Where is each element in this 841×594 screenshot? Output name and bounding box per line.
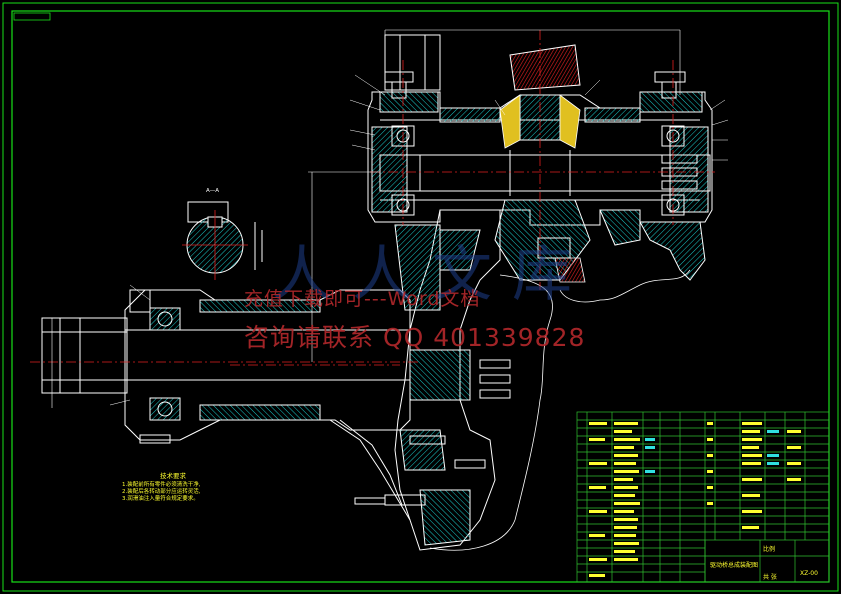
tech-note-line: 2.装配后各转动部分应运转灵活, xyxy=(122,489,201,496)
inner-frame xyxy=(11,10,830,583)
watermark-logo: 人人文库 xyxy=(272,240,592,310)
watermark-line-1: 充值下载即可---Word文档 xyxy=(244,288,481,310)
tech-notes-title: 技术要求 xyxy=(160,472,186,480)
drawing-code: XZ-00 xyxy=(800,570,818,577)
parts-list-entries xyxy=(589,422,801,577)
corner-code-box xyxy=(13,12,51,21)
parts-list-table xyxy=(576,411,830,583)
scale-label: 比例 xyxy=(763,546,776,553)
tech-notes-body: 1.装配前所有零件必须清洗干净, 2.装配后各转动部分应运转灵活, 3.润滑油注… xyxy=(122,482,232,504)
tech-note-line: 3.润滑油注入量符合规定要求。 xyxy=(122,496,199,503)
dimension-lines xyxy=(51,29,681,408)
drawing-title: 驱动桥总成装配图 xyxy=(710,562,759,569)
wire-curve-right xyxy=(559,269,691,303)
bevel-gear-lower xyxy=(494,199,591,283)
lower-housing xyxy=(354,209,511,551)
wire-curve xyxy=(429,274,553,551)
section-label: A—A xyxy=(206,188,220,194)
tech-note-line: 1.装配前所有零件必须清洗干净, xyxy=(122,482,201,488)
axle-housing xyxy=(41,289,411,521)
right-housing-leg xyxy=(599,209,706,281)
leader-lines xyxy=(109,74,729,406)
center-lines xyxy=(30,30,715,366)
parts-list-cyan-marks xyxy=(645,430,779,473)
section-view-a-a xyxy=(182,201,263,280)
watermark-line-2: 咨询请联系 QQ 401339828 xyxy=(244,323,586,352)
bevel-gear-top xyxy=(499,44,581,149)
upper-housing xyxy=(367,34,713,226)
sheet-label: 共 张 xyxy=(763,574,777,581)
